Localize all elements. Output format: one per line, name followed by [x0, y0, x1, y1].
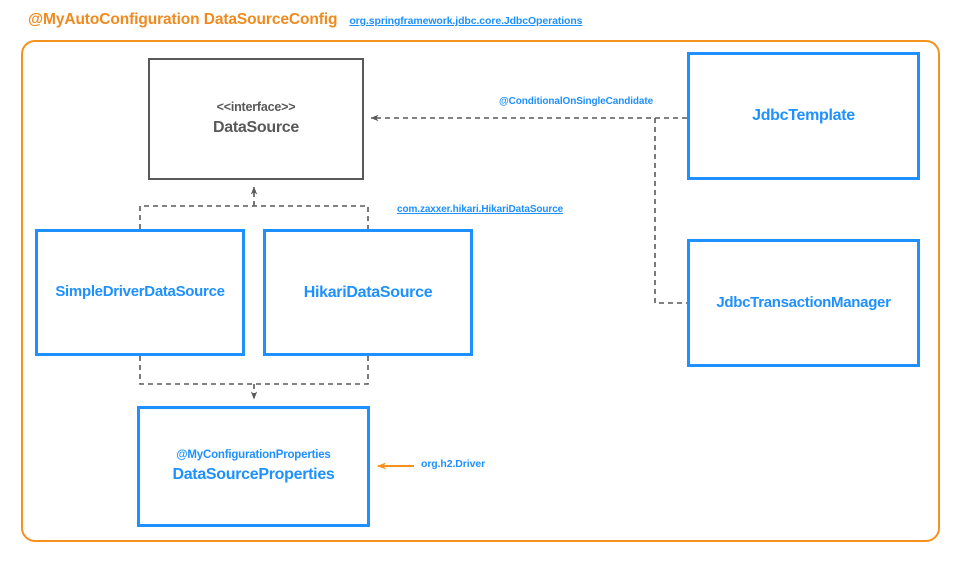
- edge-label-hikari-fqn[interactable]: com.zaxxer.hikari.HikariDataSource: [397, 204, 564, 215]
- node-datasource[interactable]: <<interface>> DataSource: [148, 58, 364, 180]
- edge-label-conditional-on-single-candidate: @ConditionalOnSingleCandidate: [499, 96, 654, 107]
- node-simpledriverdatasource[interactable]: SimpleDriverDataSource: [35, 229, 245, 356]
- node-datasourceproperties-title: DataSourceProperties: [172, 465, 335, 483]
- node-datasource-title: DataSource: [213, 118, 299, 136]
- node-jdbctransactionmanager-title: JdbcTransactionManager: [716, 293, 891, 311]
- node-datasource-stereotype: <<interface>>: [216, 100, 296, 115]
- node-jdbctransactionmanager[interactable]: JdbcTransactionManager: [687, 239, 920, 367]
- page-title: @MyAutoConfiguration DataSourceConfig: [28, 11, 338, 28]
- configuration-container: [21, 40, 940, 542]
- node-datasourceproperties[interactable]: @MyConfigurationProperties DataSourcePro…: [137, 406, 370, 527]
- node-jdbctemplate-title: JdbcTemplate: [752, 107, 855, 124]
- edge-label-h2-driver: org.h2.Driver: [421, 458, 486, 470]
- node-simpledriverdatasource-title: SimpleDriverDataSource: [55, 283, 225, 301]
- header-subtitle-link[interactable]: org.springframework.jdbc.core.JdbcOperat…: [349, 15, 583, 27]
- node-jdbctemplate[interactable]: JdbcTemplate: [687, 52, 920, 180]
- diagram-header: @MyAutoConfiguration DataSourceConfig or…: [28, 11, 583, 29]
- node-datasourceproperties-annotation: @MyConfigurationProperties: [176, 449, 331, 462]
- node-hikaridatasource[interactable]: HikariDataSource: [263, 229, 473, 356]
- node-hikaridatasource-title: HikariDataSource: [303, 283, 433, 301]
